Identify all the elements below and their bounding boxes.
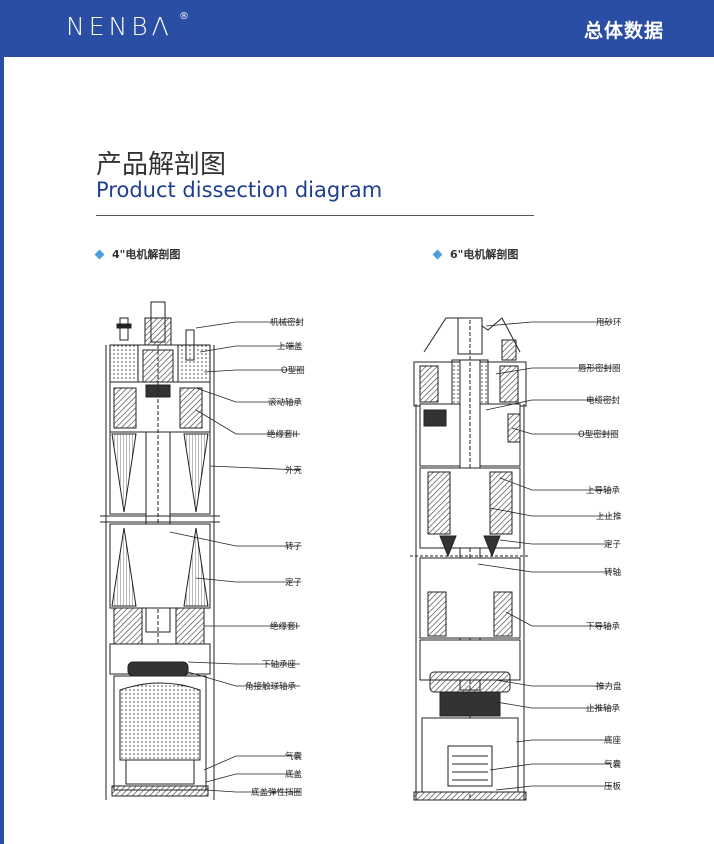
label-4in-1: 机械密封 xyxy=(270,318,305,328)
label-4in-2: 上端盖 xyxy=(277,342,303,352)
section-6in-title: 6"电机解剖图 xyxy=(450,248,519,261)
brand-logo: NENBΛ xyxy=(66,12,173,41)
label-4in-6: 外壳 xyxy=(285,466,303,476)
label-4in-12: 气囊 xyxy=(285,752,303,762)
label-4in-8: 定子 xyxy=(285,578,303,588)
label-6in-7: 定子 xyxy=(604,540,622,550)
label-6in-2: 唇形密封圈 xyxy=(578,364,621,374)
label-4in-10: 下轴承座 xyxy=(262,660,297,670)
section-4in: 4"电机解剖图 xyxy=(94,246,181,262)
label-6in-3: 电缆密封 xyxy=(586,396,621,406)
motor-6in-leaders xyxy=(477,321,612,791)
header-bar: NENBΛ ® 总体数据 xyxy=(0,0,714,57)
motor-4in-drawing xyxy=(100,301,220,800)
label-6in-8: 转轴 xyxy=(604,568,622,578)
label-4in-5: 绝缘套II xyxy=(267,430,298,440)
label-6in-10: 推力盘 xyxy=(596,682,622,692)
label-6in-12: 底座 xyxy=(604,736,622,746)
label-4in-14: 底盖弹性挡圈 xyxy=(251,788,303,798)
label-4in-13: 底盖 xyxy=(285,770,303,780)
section-4in-title: 4"电机解剖图 xyxy=(112,248,181,261)
label-6in-5: 上导轴承 xyxy=(586,486,621,496)
header-title: 总体数据 xyxy=(583,20,664,42)
section-6in: 6"电机解剖图 xyxy=(432,246,519,262)
motor-6in-drawing xyxy=(410,317,530,801)
label-6in-13: 气囊 xyxy=(604,760,622,770)
label-6in-4: O型密封圈 xyxy=(578,430,619,440)
label-6in-11: 止推轴承 xyxy=(586,704,621,714)
page-title-cn: 产品解剖图 xyxy=(96,150,227,180)
label-6in-9: 下导轴承 xyxy=(586,622,621,632)
left-accent-rule xyxy=(0,57,4,844)
label-4in-7: 转子 xyxy=(285,542,303,552)
label-4in-3: O型圈 xyxy=(281,366,305,376)
label-4in-11: 角接触球轴承 xyxy=(245,682,297,692)
label-4in-4: 滚动轴承 xyxy=(268,398,303,408)
registered-mark: ® xyxy=(179,11,189,22)
title-divider xyxy=(96,215,534,216)
label-6in-6: 上止推 xyxy=(596,512,622,522)
motor-4in-leaders xyxy=(169,321,301,793)
page-title-en: Product dissection diagram xyxy=(96,178,383,202)
label-4in-9: 绝缘套I xyxy=(270,622,299,632)
label-6in-1: 甩砂环 xyxy=(596,318,622,328)
label-6in-14: 压板 xyxy=(604,782,622,792)
